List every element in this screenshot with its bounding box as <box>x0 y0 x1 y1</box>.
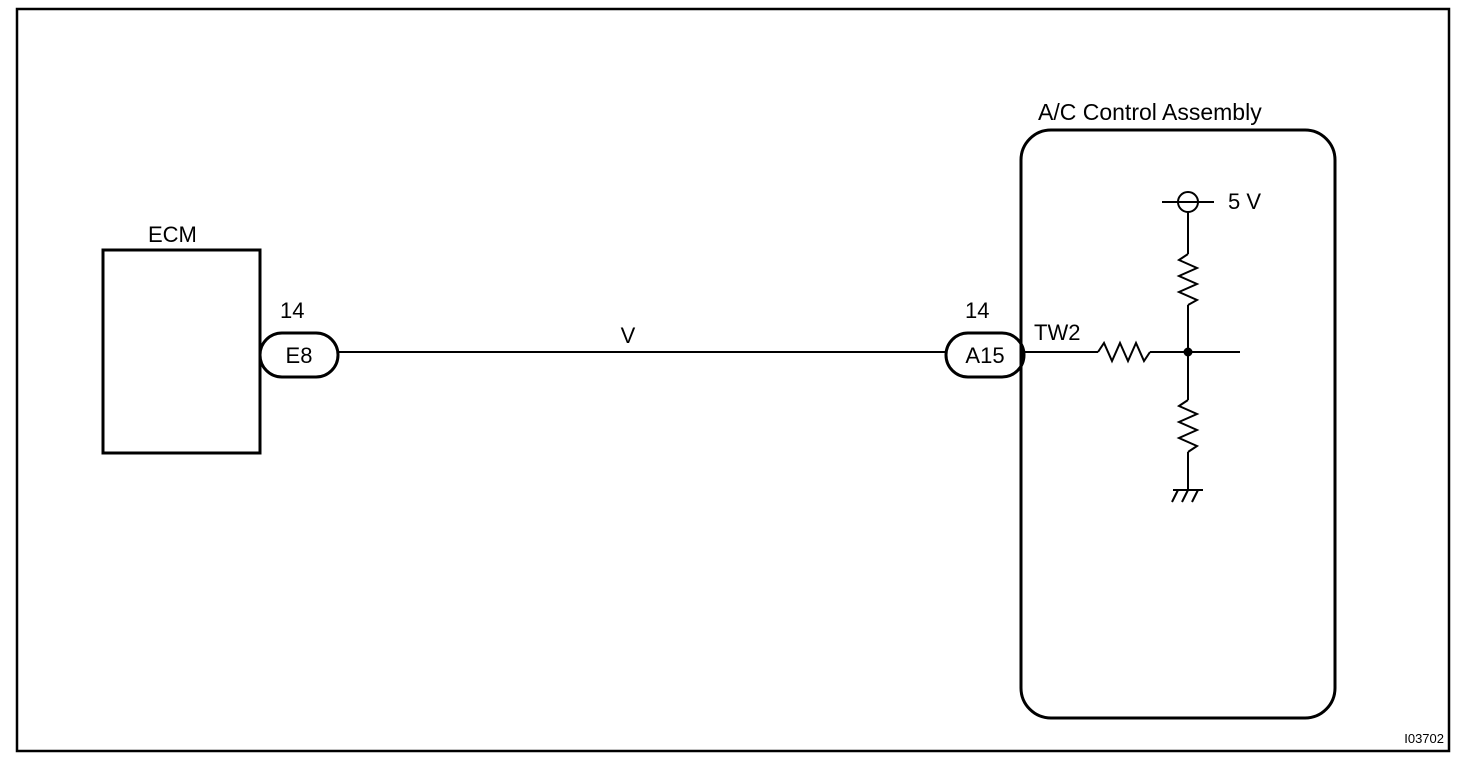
wire-harness: V <box>338 323 946 353</box>
voltage-source-icon <box>1162 191 1214 213</box>
wire-color-code: V <box>621 323 636 348</box>
ac-control-assembly-box <box>1019 128 1337 720</box>
pullup-resistor <box>1176 253 1200 306</box>
series-resistor <box>1097 340 1151 364</box>
connector-e8 <box>258 331 340 379</box>
ecm-pin-number: 14 <box>280 298 304 323</box>
ac-pin-number: 14 <box>965 298 989 323</box>
ac-control-assembly-label: A/C Control Assembly <box>1038 99 1262 125</box>
connector-a15-label: A15 <box>965 343 1004 368</box>
figure-id: I03702 <box>1404 731 1444 746</box>
ecm-label: ECM <box>148 222 197 247</box>
figure-frame <box>15 7 1451 753</box>
ac-control-assembly: A/C Control Assembly 14 A15 TW2 <box>944 99 1337 720</box>
terminal-tw2-label: TW2 <box>1034 320 1080 345</box>
internal-circuit <box>1024 191 1240 503</box>
supply-voltage-label: 5 V <box>1228 189 1261 214</box>
ecm-box <box>101 248 262 455</box>
ecm-unit: ECM <box>101 222 262 455</box>
connector-a15 <box>944 331 1026 379</box>
lower-resistor <box>1176 399 1200 453</box>
connector-e8-label: E8 <box>286 343 313 368</box>
ecm-connector: 14 E8 <box>258 298 340 379</box>
ground-icon <box>1171 489 1203 503</box>
